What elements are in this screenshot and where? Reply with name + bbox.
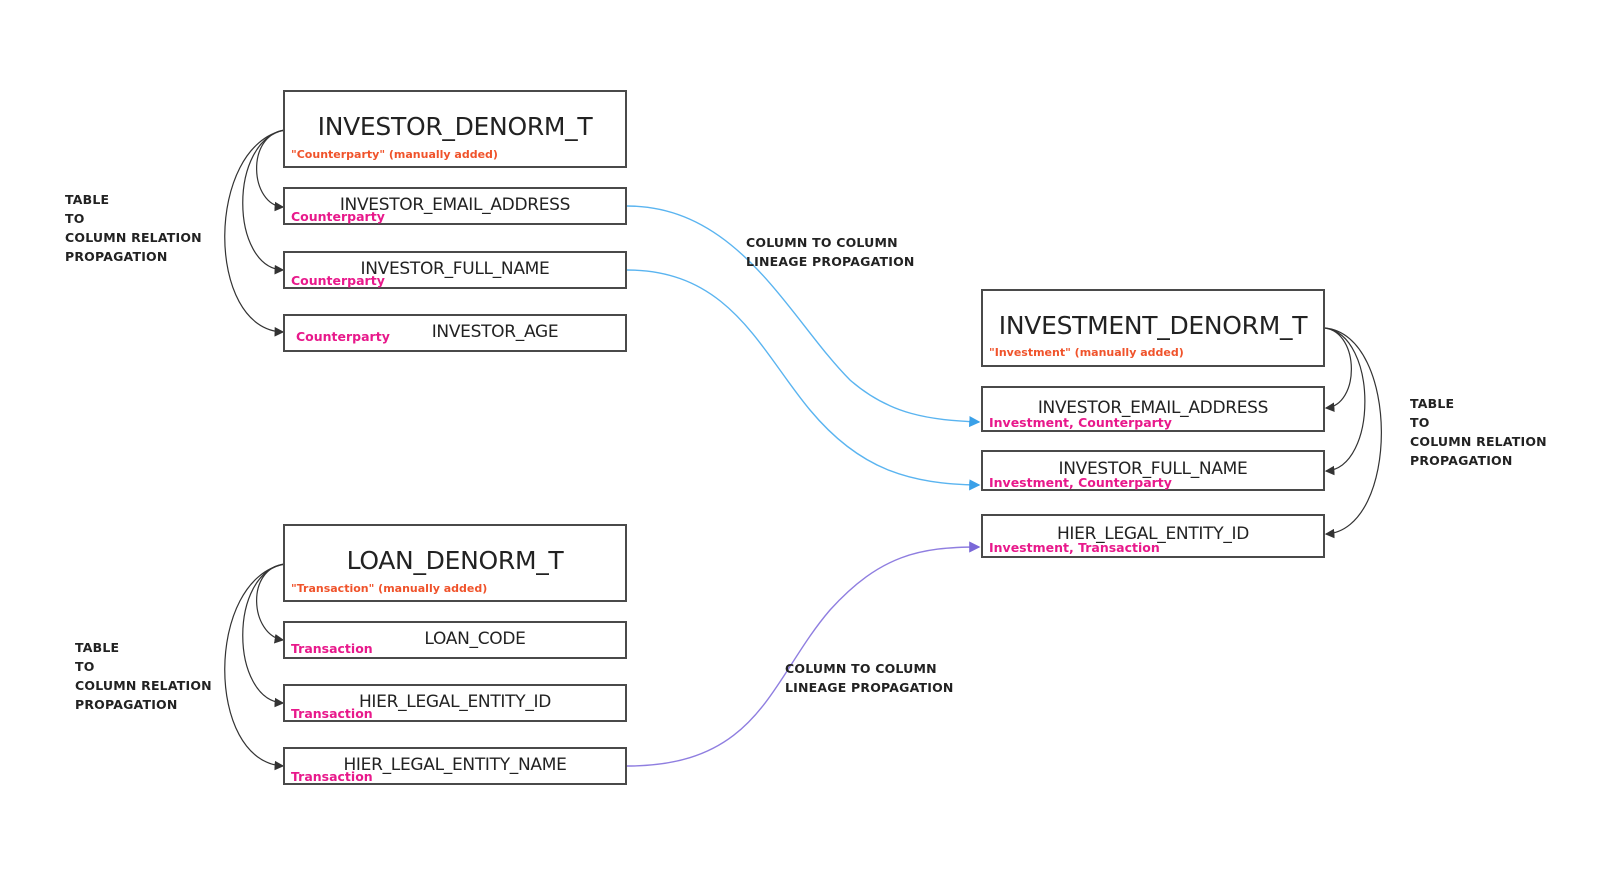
column-name: HIER_LEGAL_ENTITY_ID (358, 692, 552, 712)
relation-loan-hier-id (242, 563, 286, 708)
column-tag: Transaction (291, 706, 373, 721)
label-column-to-column-top: COLUMN TO COLUMN LINEAGE PROPAGATION (746, 235, 915, 269)
column-tag: Transaction (291, 641, 373, 656)
relation-investment-fullname (1324, 327, 1366, 476)
relation-investment-email (1324, 327, 1352, 413)
lineage-hier (626, 541, 981, 767)
label-table-to-column-top-left: TABLE TO COLUMN RELATION PROPAGATION (65, 192, 202, 264)
label-column-to-column-bottom: COLUMN TO COLUMN LINEAGE PROPAGATION (785, 661, 954, 695)
column-name: LOAN_CODE (424, 629, 526, 649)
column-tag: Counterparty (291, 273, 385, 288)
relation-investor-email (256, 129, 286, 212)
table-loan-header[interactable]: LOAN_DENORM_T "Transaction" (manually ad… (283, 524, 627, 602)
column-tag: Investment, Counterparty (989, 475, 1172, 490)
column-investment-hier[interactable]: HIER_LEGAL_ENTITY_ID Investment, Transac… (981, 514, 1325, 558)
column-name: HIER_LEGAL_ENTITY_ID (1056, 524, 1250, 544)
table-name: INVESTOR_DENORM_T (317, 112, 593, 141)
column-investor-fullname[interactable]: INVESTOR_FULL_NAME Counterparty (283, 251, 627, 289)
table-note: "Investment" (manually added) (989, 346, 1184, 359)
column-loan-hier-id[interactable]: HIER_LEGAL_ENTITY_ID Transaction (283, 684, 627, 722)
column-tag: Counterparty (291, 209, 385, 224)
column-name: INVESTOR_EMAIL_ADDRESS (339, 195, 571, 215)
table-investor-header[interactable]: INVESTOR_DENORM_T "Counterparty" (manual… (283, 90, 627, 168)
table-investment-header[interactable]: INVESTMENT_DENORM_T "Investment" (manual… (981, 289, 1325, 367)
column-name: INVESTOR_EMAIL_ADDRESS (1037, 398, 1269, 418)
label-table-to-column-bottom-left: TABLE TO COLUMN RELATION PROPAGATION (75, 640, 212, 712)
column-name: INVESTOR_FULL_NAME (1058, 459, 1248, 479)
table-name: INVESTMENT_DENORM_T (998, 311, 1308, 340)
column-name: INVESTOR_AGE (431, 322, 559, 342)
lineage-fullname (626, 269, 981, 491)
column-name: INVESTOR_FULL_NAME (360, 259, 550, 279)
column-loan-code[interactable]: LOAN_CODE Transaction (283, 621, 627, 659)
column-name: HIER_LEGAL_ENTITY_NAME (343, 755, 567, 775)
relation-investment-hier (1324, 327, 1382, 539)
column-tag: Transaction (291, 769, 373, 784)
column-tag: Counterparty (296, 329, 390, 344)
column-loan-hier-name[interactable]: HIER_LEGAL_ENTITY_NAME Transaction (283, 747, 627, 785)
label-table-to-column-right: TABLE TO COLUMN RELATION PROPAGATION (1410, 396, 1547, 468)
table-note: "Transaction" (manually added) (291, 582, 488, 595)
table-name: LOAN_DENORM_T (346, 546, 564, 575)
column-tag: Investment, Transaction (989, 540, 1160, 555)
relation-loan-code (256, 563, 286, 644)
table-note: "Counterparty" (manually added) (291, 148, 498, 161)
column-investor-email[interactable]: INVESTOR_EMAIL_ADDRESS Counterparty (283, 187, 627, 225)
column-tag: Investment, Counterparty (989, 415, 1172, 430)
column-investor-age[interactable]: INVESTOR_AGE Counterparty (283, 314, 627, 352)
column-investment-fullname[interactable]: INVESTOR_FULL_NAME Investment, Counterpa… (981, 450, 1325, 491)
relation-investor-age (224, 129, 286, 337)
relation-investor-fullname (242, 129, 286, 275)
column-investment-email[interactable]: INVESTOR_EMAIL_ADDRESS Investment, Count… (981, 386, 1325, 432)
relation-loan-hier-name (224, 563, 286, 771)
